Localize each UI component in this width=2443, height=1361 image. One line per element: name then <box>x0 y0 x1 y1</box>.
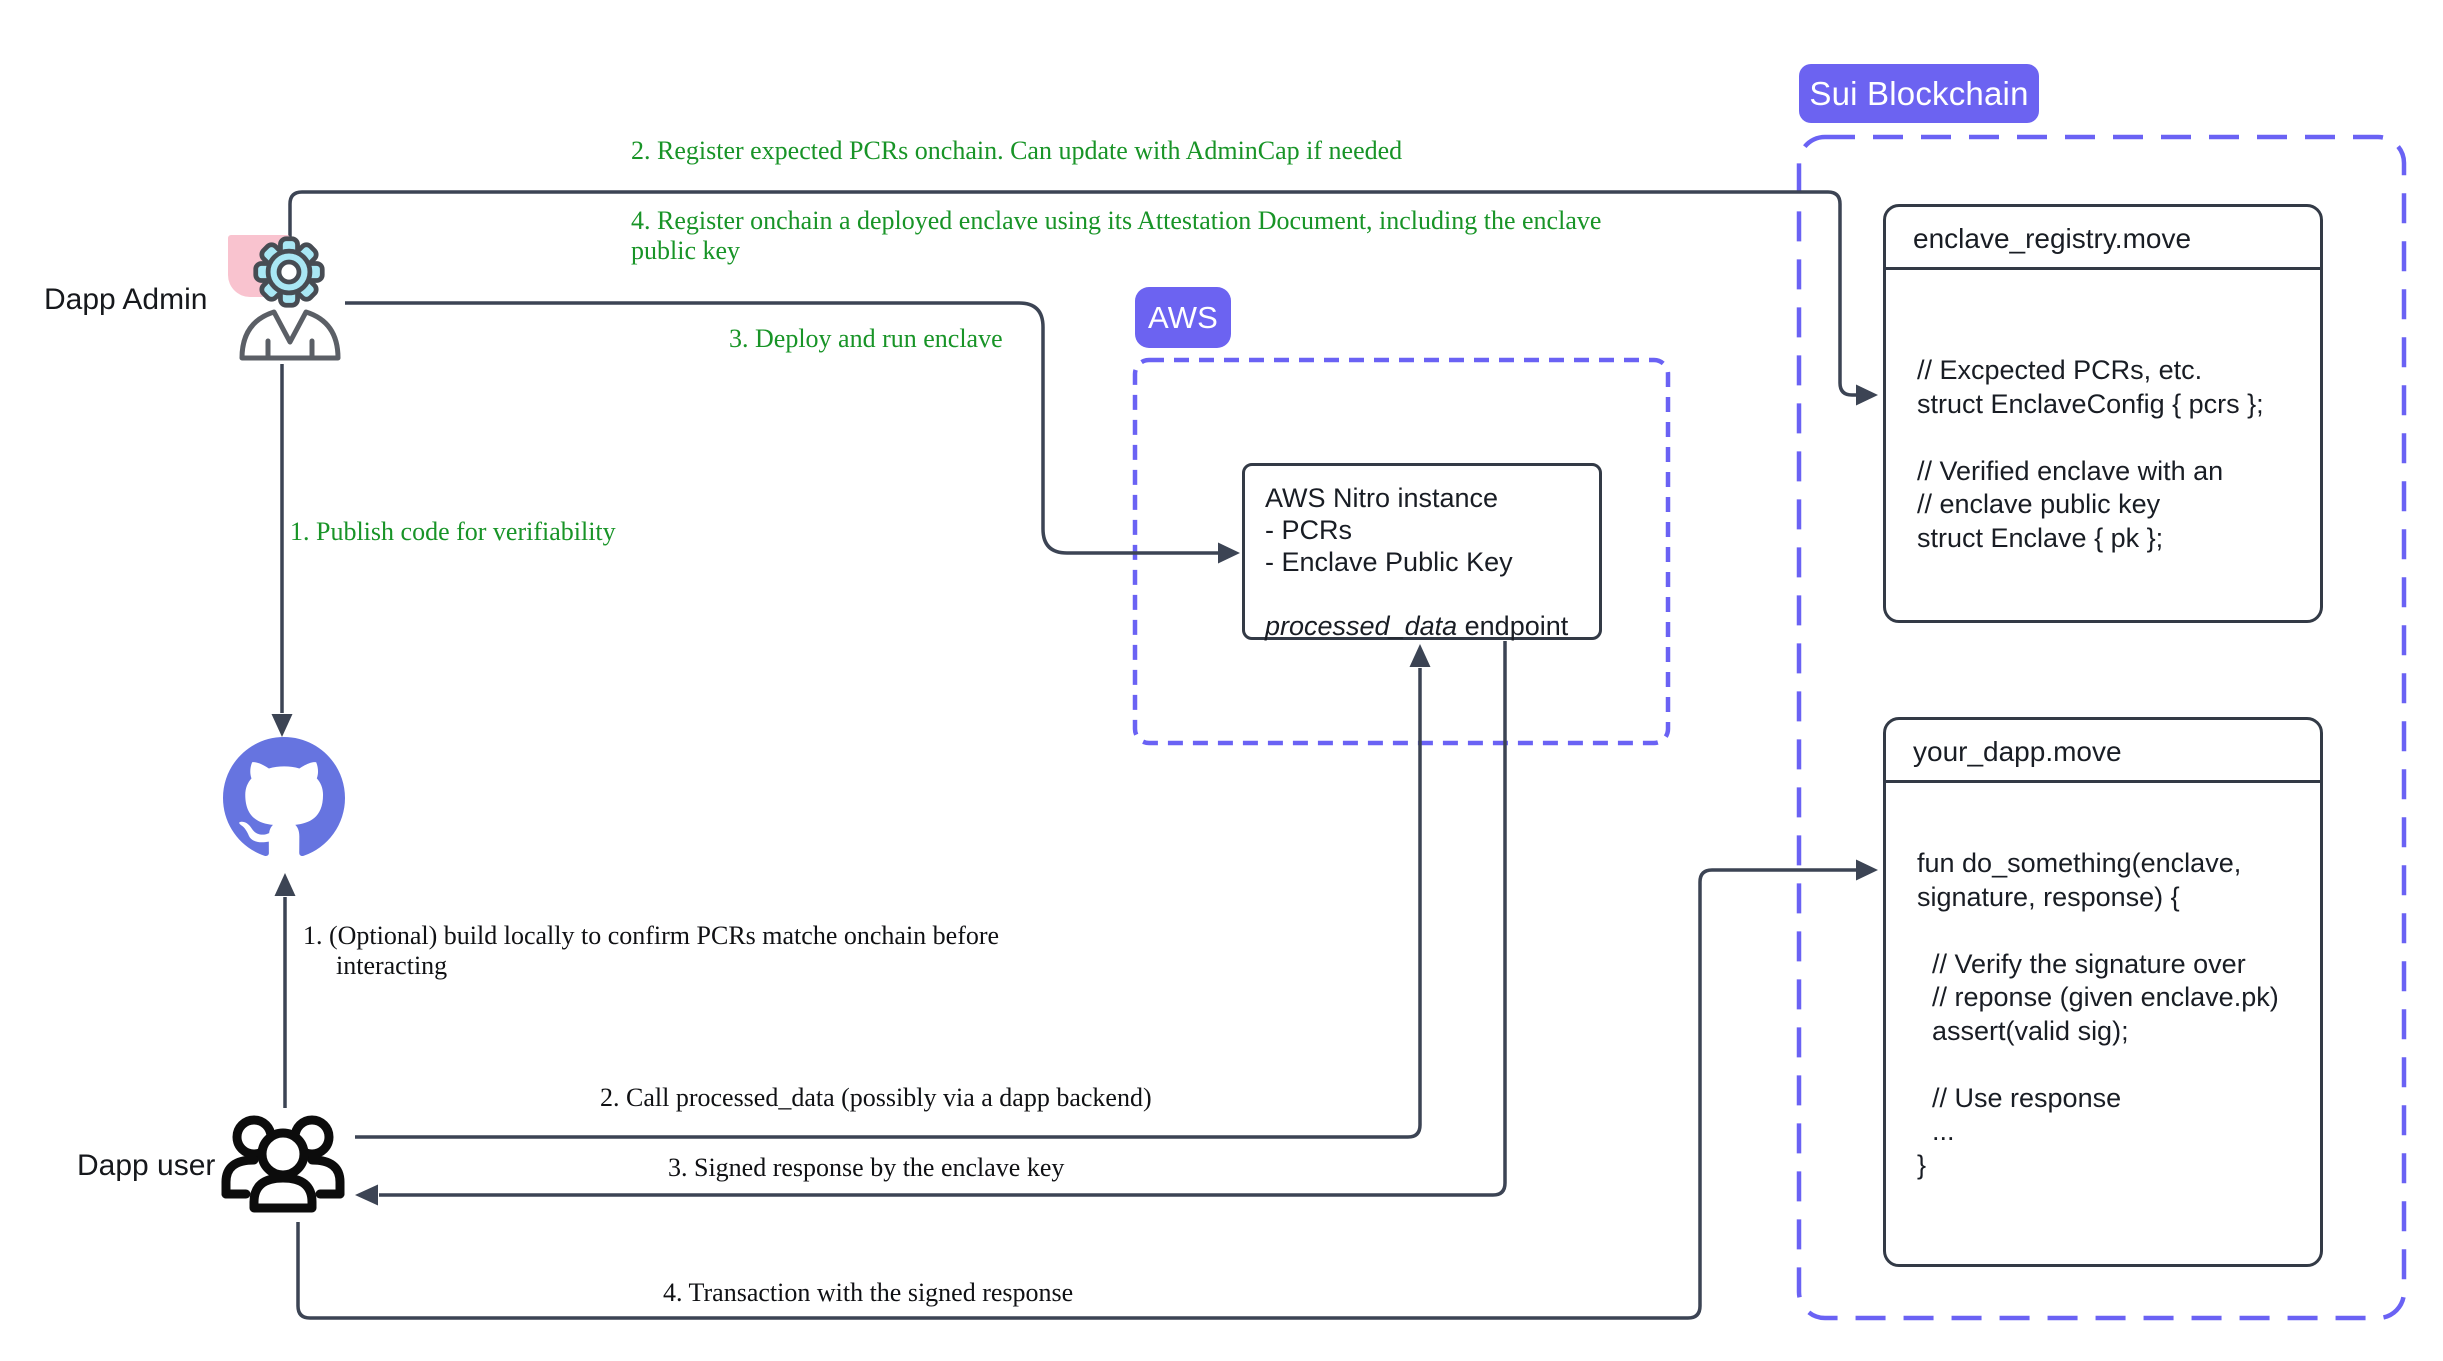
code-line: // reponse (given enclave.pk) <box>1917 982 2279 1012</box>
nitro-endpoint-line: processed_data endpoint <box>1265 610 1589 642</box>
dapp-admin-label: Dapp Admin <box>44 283 208 316</box>
code-line <box>1917 421 2306 455</box>
arrowhead-user-to-nitro <box>1409 644 1431 667</box>
code-line: // Verified enclave with an <box>1917 455 2224 486</box>
arrowhead-user-to-dapp <box>1856 859 1878 881</box>
arrowhead-admin-to-nitro <box>1218 542 1240 564</box>
nitro-endpoint-suffix: endpoint <box>1457 611 1569 641</box>
aws-nitro-box: AWS Nitro instance - PCRs - Enclave Publ… <box>1242 463 1602 642</box>
arrowhead-nitro-to-user <box>355 1184 378 1206</box>
annotation-signed-response: 3. Signed response by the enclave key <box>668 1153 1065 1182</box>
arrowhead-admin-to-github <box>271 714 293 737</box>
dapp-box-title: your_dapp.move <box>1886 720 2320 783</box>
code-line: // Verify the signature over <box>1917 948 2246 979</box>
arrow-user-to-dapp <box>296 868 1858 1320</box>
code-line: // Excpected PCRs, etc. <box>1917 355 2203 385</box>
code-line: fun do_something(enclave, <box>1917 848 2242 878</box>
nitro-item-pcrs: - PCRs <box>1265 515 1352 545</box>
code-line: } <box>1917 1149 1927 1180</box>
aws-badge: AWS <box>1135 287 1231 348</box>
sui-blockchain-badge: Sui Blockchain <box>1799 64 2039 123</box>
code-line: assert(valid sig); <box>1917 1015 2129 1046</box>
code-line <box>1917 1048 2306 1082</box>
gear-icon <box>253 236 325 308</box>
admin-person-icon <box>239 309 341 361</box>
github-icon <box>223 737 345 856</box>
annotation-register-enclave: 4. Register onchain a deployed enclave u… <box>631 206 1602 265</box>
annotation-optional-build: 1. (Optional) build locally to confirm P… <box>303 921 1000 980</box>
registry-box-title: enclave_registry.move <box>1886 207 2320 270</box>
code-line: // enclave public key <box>1917 489 2161 519</box>
code-line: // Use response <box>1917 1082 2122 1113</box>
annotation-deploy: 3. Deploy and run enclave <box>729 324 1003 353</box>
your-dapp-box: your_dapp.move fun do_something(enclave,… <box>1883 717 2323 1267</box>
arrow-admin-to-nitro <box>345 301 1220 555</box>
code-line: signature, response) { <box>1917 881 2180 912</box>
annotation-transaction: 4. Transaction with the signed response <box>663 1278 1074 1307</box>
code-line: struct Enclave { pk }; <box>1917 522 2164 553</box>
arrow-admin-to-registry <box>288 190 1858 397</box>
code-line: struct EnclaveConfig { pcrs }; <box>1917 388 2264 419</box>
nitro-endpoint-name: processed_data <box>1265 611 1458 641</box>
annotation-publish: 1. Publish code for verifiability <box>290 517 616 546</box>
arrow-user-to-nitro <box>355 668 1422 1139</box>
arrowhead-admin-to-registry <box>1856 384 1878 406</box>
nitro-title: AWS Nitro instance <box>1265 483 1499 513</box>
users-icon <box>221 1115 345 1213</box>
nitro-item-pubkey: - Enclave Public Key <box>1265 547 1513 577</box>
arrowhead-user-to-github <box>274 873 296 896</box>
sui-blockchain-dashed-region <box>1796 134 2407 1321</box>
code-line <box>1917 914 2306 948</box>
nitro-blank-line <box>1265 578 1589 610</box>
annotation-call-endpoint: 2. Call processed_data (possibly via a d… <box>600 1083 1152 1112</box>
annotation-register-pcrs: 2. Register expected PCRs onchain. Can u… <box>631 136 1403 165</box>
dapp-user-label: Dapp user <box>77 1149 216 1182</box>
enclave-registry-box: enclave_registry.move // Excpected PCRs,… <box>1883 204 2323 623</box>
code-line: ... <box>1917 1116 1955 1146</box>
arrow-nitro-to-user <box>379 641 1507 1197</box>
